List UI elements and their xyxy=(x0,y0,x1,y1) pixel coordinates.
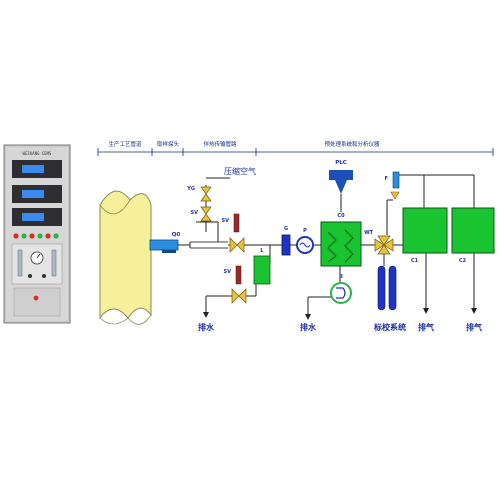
indicator-light-green xyxy=(37,233,43,239)
analyzer-c1 xyxy=(402,207,448,254)
drain-arrow-icon xyxy=(203,312,209,318)
process-pipe-bottom-curve xyxy=(99,314,152,325)
indicator-light-green xyxy=(53,233,59,239)
valve-wt-icon xyxy=(377,235,391,246)
cooler-coil xyxy=(344,229,354,263)
cooler-c0 xyxy=(320,221,362,267)
indicator-light-red xyxy=(13,233,19,239)
valve-wt-label: WT xyxy=(364,230,374,236)
probe-base xyxy=(162,250,176,253)
valve-yg-label: YG xyxy=(186,186,195,192)
exhaust-arrow-icon xyxy=(471,308,477,314)
analyzer-screen-1 xyxy=(22,165,44,173)
calibration-cylinder xyxy=(377,265,386,311)
section-label-sampling-probe: 取样探头 xyxy=(157,140,180,148)
knob-icon xyxy=(28,274,32,278)
valve-wt-icon xyxy=(377,244,391,255)
calibration-system-label: 标校系统 xyxy=(373,322,406,332)
solenoid-valve-icon xyxy=(231,288,240,304)
section-label-process-pipe: 生产工艺管道 xyxy=(108,140,142,148)
section-header xyxy=(97,148,494,156)
section-label-heated-line: 伴热传输管路 xyxy=(203,140,237,148)
trap-box-l xyxy=(253,255,271,285)
pump-b-icon xyxy=(330,282,352,304)
calibration-cylinder xyxy=(388,265,397,311)
process-pipe-top-curve xyxy=(99,199,131,215)
drain-label-1: 排水 xyxy=(198,322,215,332)
pump-p-wave xyxy=(299,242,311,248)
cooler-c0-label: C0 xyxy=(337,213,345,219)
indicator-light-red xyxy=(45,233,51,239)
cems-cabinet: WEIKANG CEMS xyxy=(3,144,71,324)
flowmeter-icon xyxy=(17,249,23,277)
cabinet-panel-label: WEIKANG CEMS xyxy=(23,151,52,156)
drain-label-2: 排水 xyxy=(300,322,317,332)
valve-yg-icon xyxy=(200,193,212,202)
gauge-needle xyxy=(36,253,41,259)
filter-g xyxy=(281,234,291,256)
valve-wt-icon xyxy=(374,238,385,252)
analyzer-c2-label: C2 xyxy=(459,258,467,264)
filter-g-label: G xyxy=(284,226,288,232)
pump-b-symbol xyxy=(336,287,346,299)
probe-label: Q0 xyxy=(172,232,181,238)
pump-p-label: P xyxy=(303,228,307,234)
valve-sv1-label: SV xyxy=(191,210,199,216)
knob-icon xyxy=(42,274,46,278)
solenoid-valve-icon xyxy=(200,206,212,215)
exhaust-label-2: 排气 xyxy=(466,322,482,332)
solenoid-valve-icon xyxy=(236,237,245,253)
indicator-light-red xyxy=(33,295,39,301)
analyzer-screen-3 xyxy=(22,213,44,221)
box-l-label: L xyxy=(260,248,264,254)
valve-yg-icon xyxy=(200,186,212,195)
drain-arrow-icon xyxy=(305,314,311,320)
section-label-pretreatment: 预处理系统和分析仪器 xyxy=(324,140,380,148)
plc-label: PLC xyxy=(335,160,347,166)
pump-b-label: B xyxy=(339,274,343,280)
sampling-probe xyxy=(149,239,179,251)
valve-sv3-label: SV xyxy=(224,269,232,275)
filter-f xyxy=(392,171,400,189)
analyzer-c1-label: C1 xyxy=(411,258,419,264)
filter-f-label: F xyxy=(385,176,388,182)
plc-block xyxy=(329,170,353,180)
indicator-light-red xyxy=(29,233,35,239)
solenoid-valve-icon xyxy=(238,288,247,304)
plc-arrow-icon xyxy=(335,180,347,194)
solenoid-valve-icon xyxy=(200,213,212,222)
valve-sv2-label: SV xyxy=(222,218,230,224)
exhaust-label-1: 排气 xyxy=(418,322,434,332)
valve-wt-icon xyxy=(383,238,394,252)
solenoid-actuator xyxy=(233,213,240,233)
indicator-light-green xyxy=(21,233,27,239)
cabinet-base xyxy=(13,287,61,317)
pipelines xyxy=(178,174,475,318)
flowmeter-icon xyxy=(51,249,57,277)
analyzer-c2 xyxy=(451,207,495,254)
exhaust-arrow-icon xyxy=(423,308,429,314)
process-pipe xyxy=(99,190,152,320)
solenoid-valve-icon xyxy=(229,237,238,253)
cooler-coil xyxy=(327,231,337,263)
compressed-air-label: 压缩空气 xyxy=(224,166,256,176)
analyzer-screen-2 xyxy=(22,190,44,198)
filter-f-valve-icon xyxy=(390,191,400,200)
solenoid-actuator xyxy=(235,265,242,285)
